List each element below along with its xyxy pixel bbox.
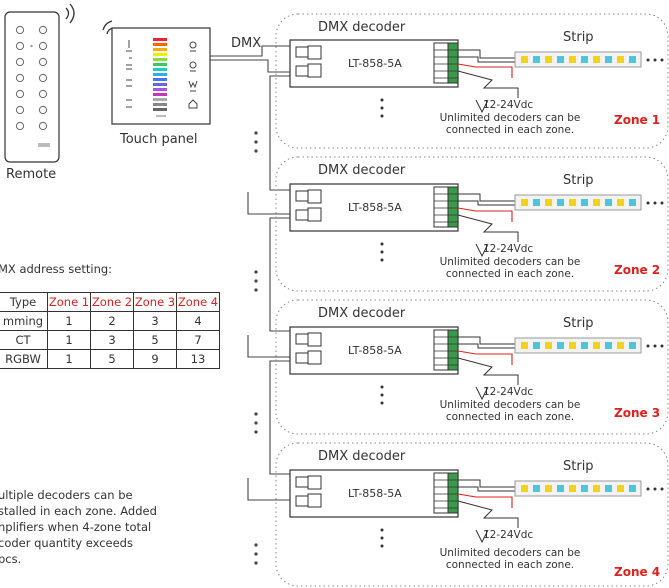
- zone-label: Zone 2: [614, 263, 661, 277]
- zone-note: Unlimited decoders can be connected in e…: [439, 256, 581, 280]
- voltage-label: 12-24Vdc: [483, 243, 534, 255]
- voltage-label: 12-24Vdc: [483, 99, 534, 111]
- table-header-zone: Zone 4: [176, 292, 220, 312]
- decoder-model: LT-858-5A: [348, 344, 402, 357]
- side-note-line: coder quantity exceeds: [0, 536, 133, 550]
- side-note-line: stalled in each zone. Added: [0, 504, 157, 518]
- decoder-title: DMX decoder: [318, 163, 406, 178]
- dmx-label: DMX: [231, 36, 262, 51]
- strip-title: Strip: [563, 30, 594, 45]
- voltage-label: 12-24Vdc: [483, 529, 534, 541]
- side-note-line: ultiple decoders can be: [0, 488, 133, 502]
- decoder-title: DMX decoder: [318, 20, 406, 35]
- remote-label: Remote: [6, 167, 57, 182]
- decoder-model: LT-858-5A: [348, 201, 402, 214]
- table-header-zone: Zone 3: [133, 292, 177, 312]
- address-setting-title: MX address setting:: [0, 262, 113, 276]
- side-note-line: pcs.: [0, 552, 22, 566]
- address-table: Type Zone 1 Zone 2 Zone 3 Zone 4 mming 1…: [0, 292, 220, 369]
- strip-title: Strip: [563, 459, 594, 474]
- zone-label: Zone 3: [614, 406, 661, 420]
- table-header-zone: Zone 2: [90, 292, 134, 312]
- table-header-row: Type Zone 1 Zone 2 Zone 3 Zone 4: [0, 292, 220, 312]
- remote-icon: [4, 3, 75, 163]
- touch-panel-icon: [102, 20, 211, 125]
- decoder-model: LT-858-5A: [348, 487, 402, 500]
- zone-note: Unlimited decoders can be connected in e…: [439, 112, 581, 136]
- decoder-title: DMX decoder: [318, 306, 406, 321]
- zone-note: Unlimited decoders can be connected in e…: [439, 547, 581, 571]
- zone-note: Unlimited decoders can be connected in e…: [439, 399, 581, 423]
- strip-title: Strip: [563, 316, 594, 331]
- table-row: CT 1 3 5 7: [0, 330, 220, 350]
- table-header-zone: Zone 1: [47, 292, 91, 312]
- table-row: RGBW 1 5 9 13: [0, 349, 220, 369]
- decoder-title: DMX decoder: [318, 449, 406, 464]
- table-row: mming 1 2 3 4: [0, 311, 220, 331]
- zone-label: Zone 1: [614, 113, 661, 127]
- voltage-label: 12-24Vdc: [483, 386, 534, 398]
- side-note-line: nplifiers when 4-zone total: [0, 520, 152, 534]
- strip-title: Strip: [563, 173, 594, 188]
- decoder-model: LT-858-5A: [348, 57, 402, 70]
- touch-panel-label: Touch panel: [120, 132, 198, 147]
- zone-label: Zone 4: [614, 565, 661, 579]
- table-header-type: Type: [0, 292, 48, 312]
